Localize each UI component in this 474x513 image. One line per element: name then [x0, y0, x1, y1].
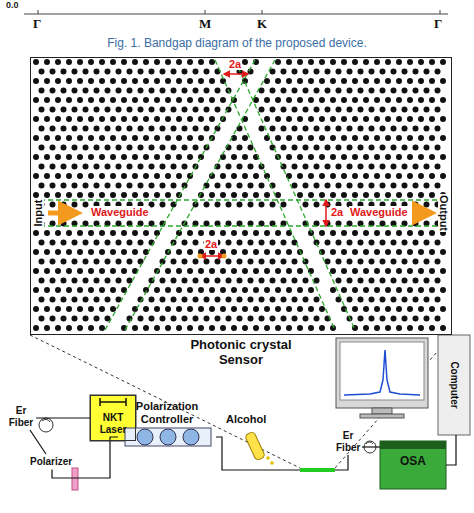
sensor-crystal: Photonic crystal Sensor — [30, 57, 452, 335]
waveguide-label: Waveguide — [349, 206, 409, 218]
osa-unit — [380, 441, 446, 489]
chart-axis — [24, 10, 448, 14]
waveguide-label: Waveguide — [90, 206, 150, 218]
fiber-connector — [216, 437, 348, 470]
controller-paddles — [125, 428, 211, 446]
analyte-label: Alcohol — [226, 413, 266, 425]
laser-box: NKT Laser — [90, 395, 136, 441]
dimension-marks — [200, 74, 326, 256]
alcohol-tube — [245, 431, 274, 465]
dimension-label: 2a — [330, 206, 344, 218]
fiber-label: Er Fiber — [6, 403, 36, 430]
monitor — [336, 338, 428, 418]
symmetry-point: M — [199, 17, 211, 31]
controller-box: Polarization Controller — [118, 398, 216, 448]
node-text: NKT Laser — [92, 412, 134, 435]
hole-lattice — [33, 59, 446, 331]
port-label: Input — [32, 199, 44, 228]
node-text: Er Fiber — [8, 405, 34, 428]
fiber-connector — [36, 417, 90, 418]
polarizer-symbol — [72, 468, 78, 490]
figure-caption: Fig. 1. Bandgap diagram of the proposed … — [0, 37, 474, 50]
node-text: Photonic crystal Sensor — [186, 338, 296, 368]
symmetry-point: Γ — [434, 17, 442, 31]
guide-lines — [40, 60, 444, 330]
fiber-connector — [30, 430, 46, 454]
symmetry-point: K — [257, 17, 267, 31]
polarizer-label: Polarizer — [28, 454, 74, 470]
port-label: Output — [438, 194, 450, 232]
computer-tower: Computer — [438, 335, 470, 435]
dimension-label: 2a — [204, 238, 218, 250]
fiber-connector — [362, 446, 380, 447]
axis-value: 0.0 — [6, 1, 19, 11]
sensor-chip — [300, 468, 335, 472]
computer-tower — [438, 335, 470, 435]
symmetry-point: Γ — [33, 17, 41, 31]
node-text: Er Fiber — [336, 430, 360, 453]
fiber-connector — [446, 435, 456, 465]
dimension-label: 2a — [228, 58, 242, 70]
node-text: Polarization Controller — [120, 400, 214, 425]
node-text: Computer — [448, 361, 460, 408]
zoom-lines — [30, 335, 452, 468]
fiber-label: Er Fiber — [334, 428, 362, 455]
osa-box: OSA — [380, 441, 446, 489]
node-text: OSA — [382, 455, 444, 469]
node-text: Polarizer — [30, 456, 72, 468]
